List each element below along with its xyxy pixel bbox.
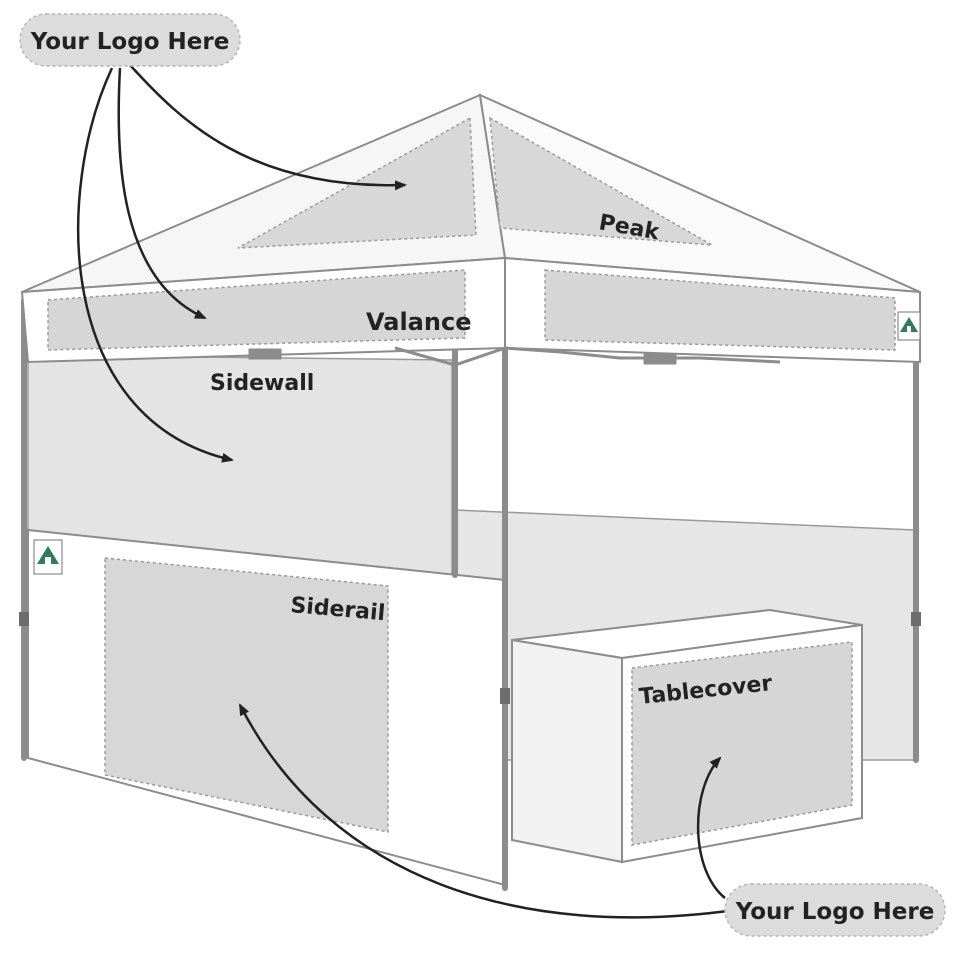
peak-print-area-right	[489, 116, 713, 246]
tablecover-print-area	[631, 641, 853, 846]
callout-arrows	[77, 64, 736, 919]
valance-print-area-right	[544, 269, 896, 351]
table-left-side	[511, 638, 623, 864]
siderail-print-area	[104, 557, 389, 833]
top-callout-label: Your Logo Here	[30, 29, 230, 55]
arrow-to-peak	[129, 64, 407, 191]
tent-logo-icon	[33, 539, 63, 575]
canopy-truss	[248, 346, 781, 367]
leg-joints	[19, 612, 921, 704]
bottom-callout: Your Logo Here	[724, 883, 946, 937]
arrow-to-siderail	[238, 703, 736, 919]
arrow-to-valance	[117, 67, 207, 320]
frame-legs	[21, 297, 919, 891]
valance-print-area-left	[47, 269, 466, 351]
valance-label: Valance	[366, 308, 471, 336]
arrow-to-tablecover	[696, 756, 726, 899]
tent-logo-icon	[897, 311, 921, 341]
bottom-callout-label: Your Logo Here	[735, 899, 935, 925]
top-callout: Your Logo Here	[19, 13, 241, 67]
arrow-to-sidewall	[77, 67, 234, 463]
sidewall-label: Sidewall	[210, 371, 314, 396]
